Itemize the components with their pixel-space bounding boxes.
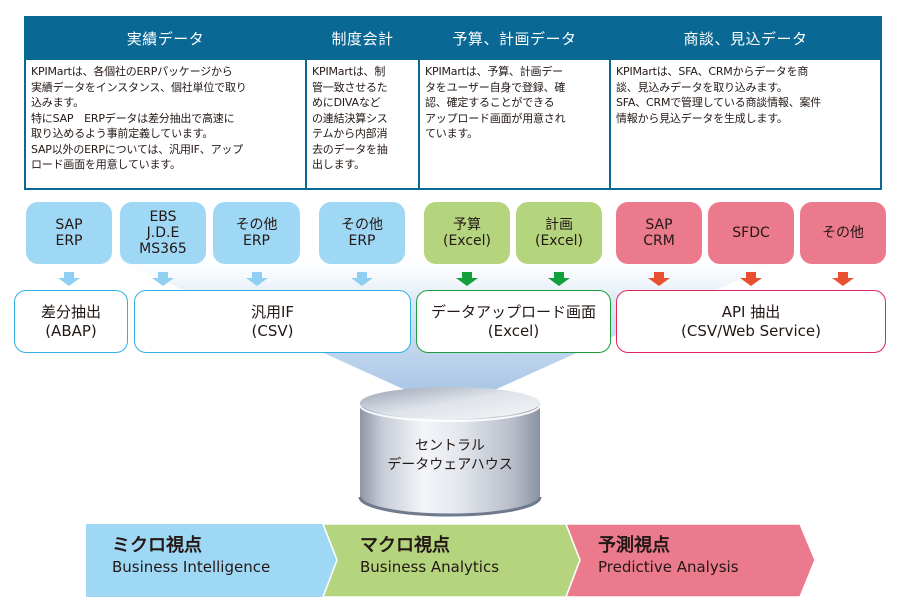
process-generic-if: 汎用IF (CSV) [134, 290, 411, 353]
column-statutory-accounting: 制度会計 KPIMartは、制 管一致させるた めにDIVAなど の連結決算シス… [307, 16, 420, 188]
column-sales-forecast: 商談、見込データ KPIMartは、SFA、CRMからデータを商 談、見込みデー… [611, 16, 880, 188]
down-arrow-icon [456, 272, 478, 286]
column-body: KPIMartは、予算、計画デー タをユーザー自身で登録、確 認、確定することが… [425, 65, 566, 140]
down-arrow-icon [351, 272, 373, 286]
chevron-micro [86, 524, 337, 597]
down-arrow-icon [58, 272, 80, 286]
warehouse-label: セントラル データウェアハウス [387, 438, 513, 473]
source-other-sales: その他 [800, 202, 886, 264]
source-sap-crm: SAP CRM [616, 202, 702, 264]
process-diff-extract: 差分抽出 (ABAP) [14, 290, 128, 353]
database-cylinder-icon [358, 387, 542, 517]
process-data-upload-screen: データアップロード画面 (Excel) [416, 290, 611, 353]
perspective-subtitle: Business Intelligence [112, 558, 271, 576]
source-other-erp: その他 ERP [213, 202, 300, 264]
perspective-subtitle: Predictive Analysis [598, 558, 739, 576]
column-actual-data: 実績データ KPIMartは、各個社のERPパッケージから 実績データをインスタ… [26, 16, 307, 188]
source-sap-erp: SAP ERP [26, 202, 112, 264]
down-arrow-icon [648, 272, 670, 286]
down-arrow-icon [832, 272, 854, 286]
source-other-erp-statutory: その他 ERP [319, 202, 405, 264]
chevron-predictive [564, 523, 816, 598]
column-body: KPIMartは、各個社のERPパッケージから 実績データをインスタンス、個社単… [31, 65, 247, 171]
down-arrow-icon [548, 272, 570, 286]
column-budget-plan: 予算、計画データ KPIMartは、予算、計画デー タをユーザー自身で登録、確 … [420, 16, 611, 188]
perspective-title: マクロ視点 [360, 535, 450, 556]
perspective-subtitle: Business Analytics [360, 558, 500, 576]
column-header: 商談、見込データ [611, 16, 880, 60]
column-header: 予算、計画データ [420, 16, 609, 60]
source-sfdc: SFDC [708, 202, 794, 264]
column-body: KPIMartは、SFA、CRMからデータを商 談、見込みデータを取り込みます。… [616, 65, 822, 125]
column-header: 実績データ [26, 16, 305, 60]
process-api-extract: API 抽出 (CSV/Web Service) [616, 290, 886, 353]
column-body: KPIMartは、制 管一致させるた めにDIVAなど の連結決算シス テムから… [312, 65, 388, 171]
source-ebs-jde-ms365: EBS J.D.E MS365 [120, 202, 206, 264]
description-table: 実績データ KPIMartは、各個社のERPパッケージから 実績データをインスタ… [24, 16, 882, 190]
column-header: 制度会計 [307, 16, 418, 60]
down-arrow-icon [246, 272, 268, 286]
down-arrow-icon [740, 272, 762, 286]
perspective-title: ミクロ視点 [112, 535, 202, 556]
source-budget-excel: 予算 (Excel) [424, 202, 510, 264]
down-arrow-icon [152, 272, 174, 286]
source-plan-excel: 計画 (Excel) [516, 202, 602, 264]
perspective-title: 予測視点 [598, 535, 670, 556]
